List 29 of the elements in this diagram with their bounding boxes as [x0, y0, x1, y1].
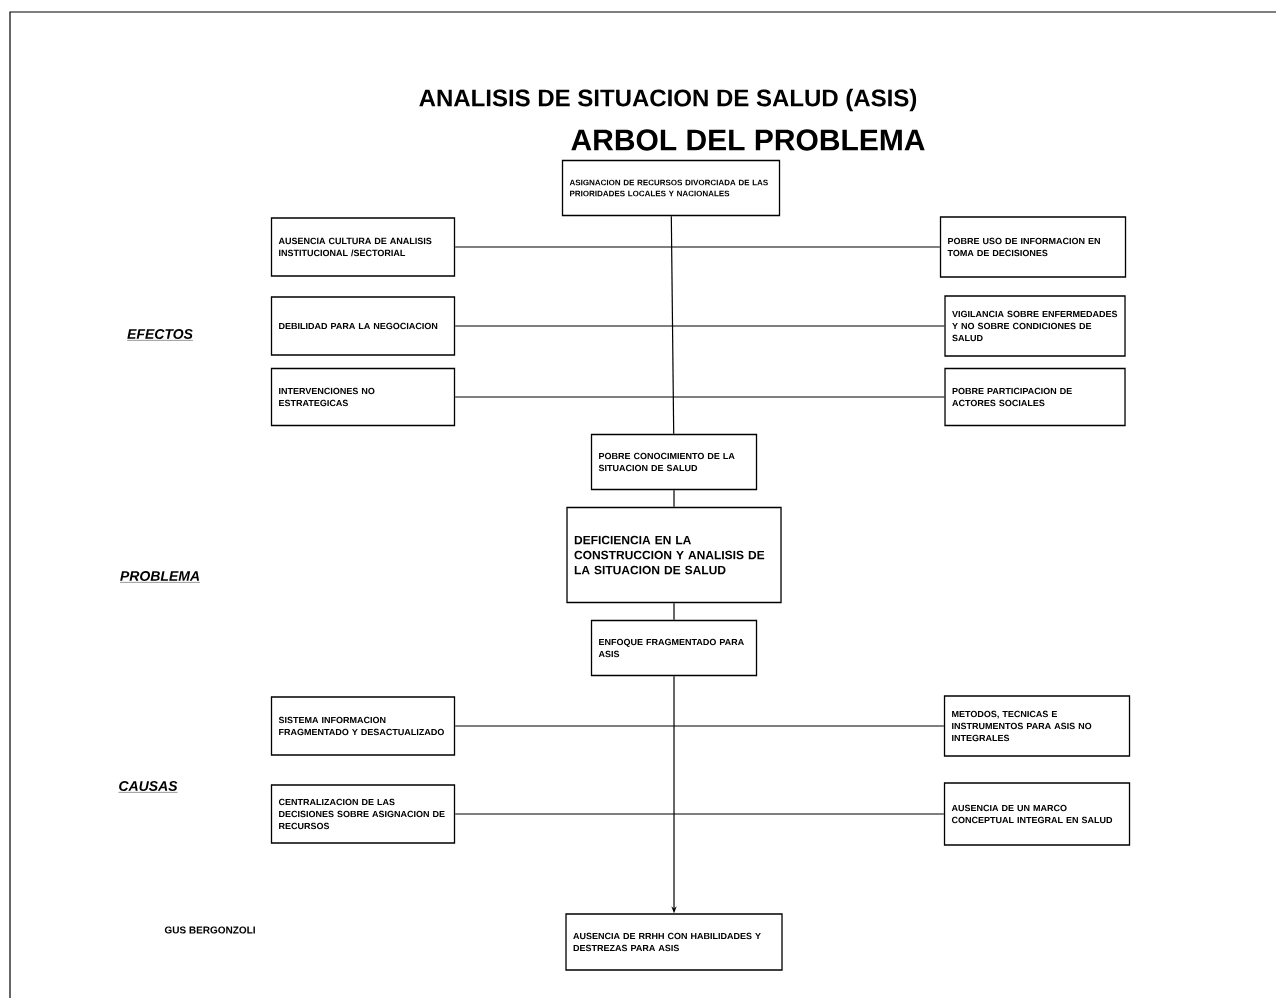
cause-box: POBRE USO DE INFORMACION EN TOMA DE DECISIONES [939, 216, 1127, 278]
connector-line [454, 325, 945, 327]
cause-box: DEFICIENCIA EN LA CONSTRUCCION Y ANALISIS DE LA SITUACION DE SALUD [566, 506, 782, 604]
cause-box: AUSENCIA DE RRHH CON HABILIDADES Y DESTREZAS PARA ASIS [565, 913, 783, 971]
connector-line [673, 489, 675, 508]
cause-box: AUSENCIA DE UN MARCO CONCEPTUAL INTEGRAL EN SALUD [943, 782, 1131, 846]
cause-box: INTERVENCIONES NO ESTRATEGICAS [270, 367, 456, 427]
connector-line [454, 813, 945, 815]
connector-line [454, 725, 945, 727]
cause-box: ENFOQUE FRAGMENTADO PARA ASIS [590, 619, 758, 677]
section-label: CAUSAS [118, 781, 178, 793]
cause-box: CENTRALIZACION DE LAS DECISIONES SOBRE ASIGNACION DE RECURSOS [270, 784, 456, 844]
title-text: ANALISIS DE SITUACION DE SALUD (ASIS) [419, 88, 917, 112]
connector-line [670, 215, 675, 435]
cause-box: POBRE CONOCIMIENTO DE LA SITUACION DE SALUD [590, 433, 758, 491]
connector-line [673, 602, 675, 621]
title-text: ARBOL DEL PROBLEMA [571, 129, 925, 151]
cause-box: VIGILANCIA SOBRE ENFERMEDADES Y NO SOBRE CONDICIONES DE SALUD [944, 295, 1126, 357]
cause-box: SISTEMA INFORMACION FRAGMENTADO Y DESACTUALIZADO [270, 696, 456, 756]
connector-line [454, 396, 945, 398]
author-name: GUS BERGONZOLI [164, 926, 255, 934]
cause-box: DEBILIDAD PARA LA NEGOCIACION [270, 296, 456, 356]
cause-box: ASIGNACION DE RECURSOS DIVORCIADA DE LAS PRIORIDADES LOCALES Y NACIONALES [561, 159, 781, 217]
cause-box: METODOS, TECNICAS E INSTRUMENTOS PARA ASIS NO INTEGRALES [943, 695, 1131, 757]
connector-line [454, 246, 941, 248]
section-label: PROBLEMA [119, 571, 201, 583]
section-label: EFECTOS [126, 329, 194, 341]
cause-box: POBRE PARTICIPACION DE ACTORES SOCIALES [944, 367, 1126, 427]
cause-box: AUSENCIA CULTURA DE ANALISIS INSTITUCIONAL /SECTORIAL [270, 217, 456, 277]
